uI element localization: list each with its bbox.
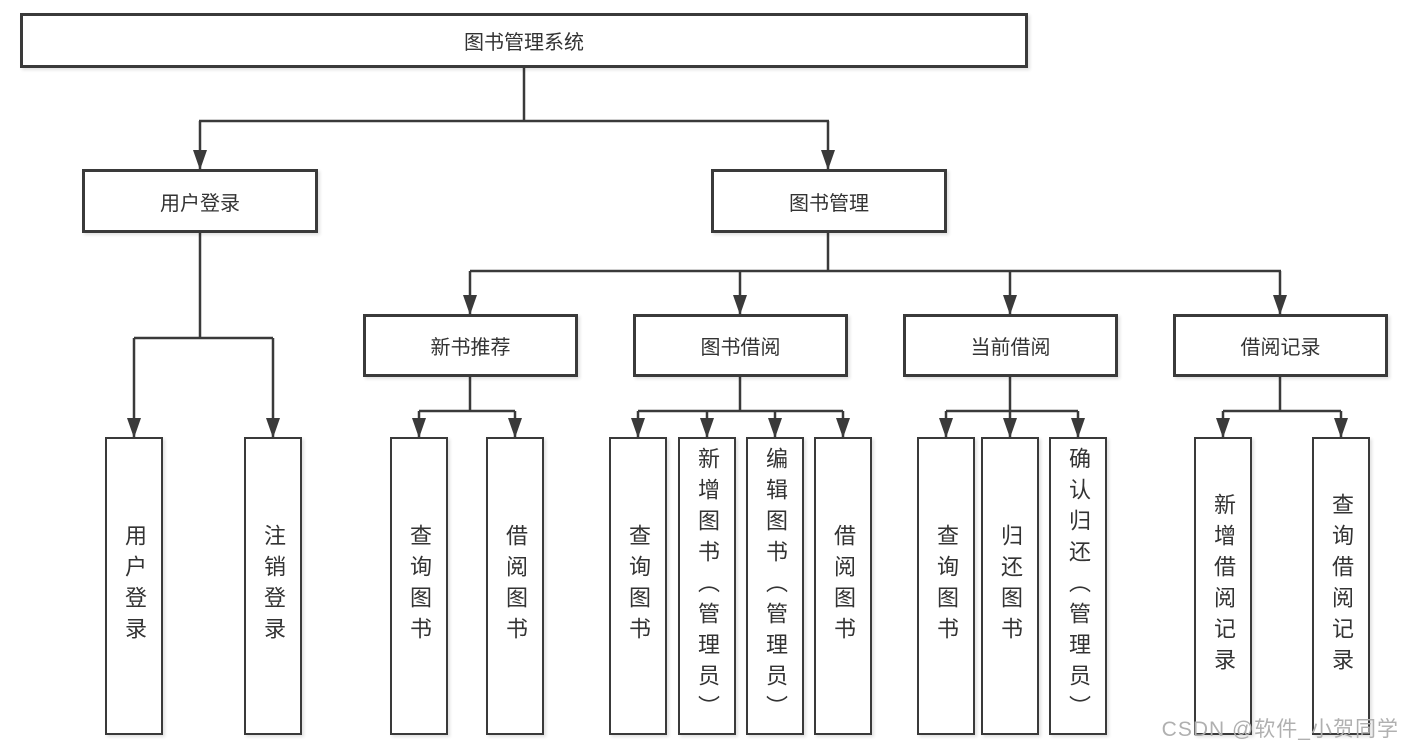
tree-branch-lines <box>134 68 1341 413</box>
node-current-borrow: 当前借阅 <box>903 314 1118 377</box>
watermark: CSDN @软件_小贺同学 <box>1161 718 1399 741</box>
leaf-user-login: 用户登录 <box>105 437 163 735</box>
leaf-borrow-query: 查询图书 <box>609 437 667 735</box>
node-root: 图书管理系统 <box>20 13 1028 68</box>
leaf-records-query: 查询借阅记录 <box>1312 437 1370 735</box>
leaf-newbooks-borrow: 借阅图书 <box>486 437 544 735</box>
leaf-current-confirm-admin: 确认归还（管理员） <box>1049 437 1107 735</box>
leaf-current-return: 归还图书 <box>981 437 1039 735</box>
leaf-newbooks-query: 查询图书 <box>390 437 448 735</box>
leaf-logout: 注销登录 <box>244 437 302 735</box>
node-book-borrow: 图书借阅 <box>633 314 848 377</box>
leaf-borrow-edit-admin: 编辑图书（管理员） <box>746 437 804 735</box>
node-borrow-records: 借阅记录 <box>1173 314 1388 377</box>
node-new-book-recommend: 新书推荐 <box>363 314 578 377</box>
leaf-borrow-book: 借阅图书 <box>814 437 872 735</box>
node-user-login: 用户登录 <box>82 169 318 233</box>
node-book-management: 图书管理 <box>711 169 947 233</box>
leaf-borrow-add-admin: 新增图书（管理员） <box>678 437 736 735</box>
leaf-records-add: 新增借阅记录 <box>1194 437 1252 735</box>
leaf-current-query: 查询图书 <box>917 437 975 735</box>
